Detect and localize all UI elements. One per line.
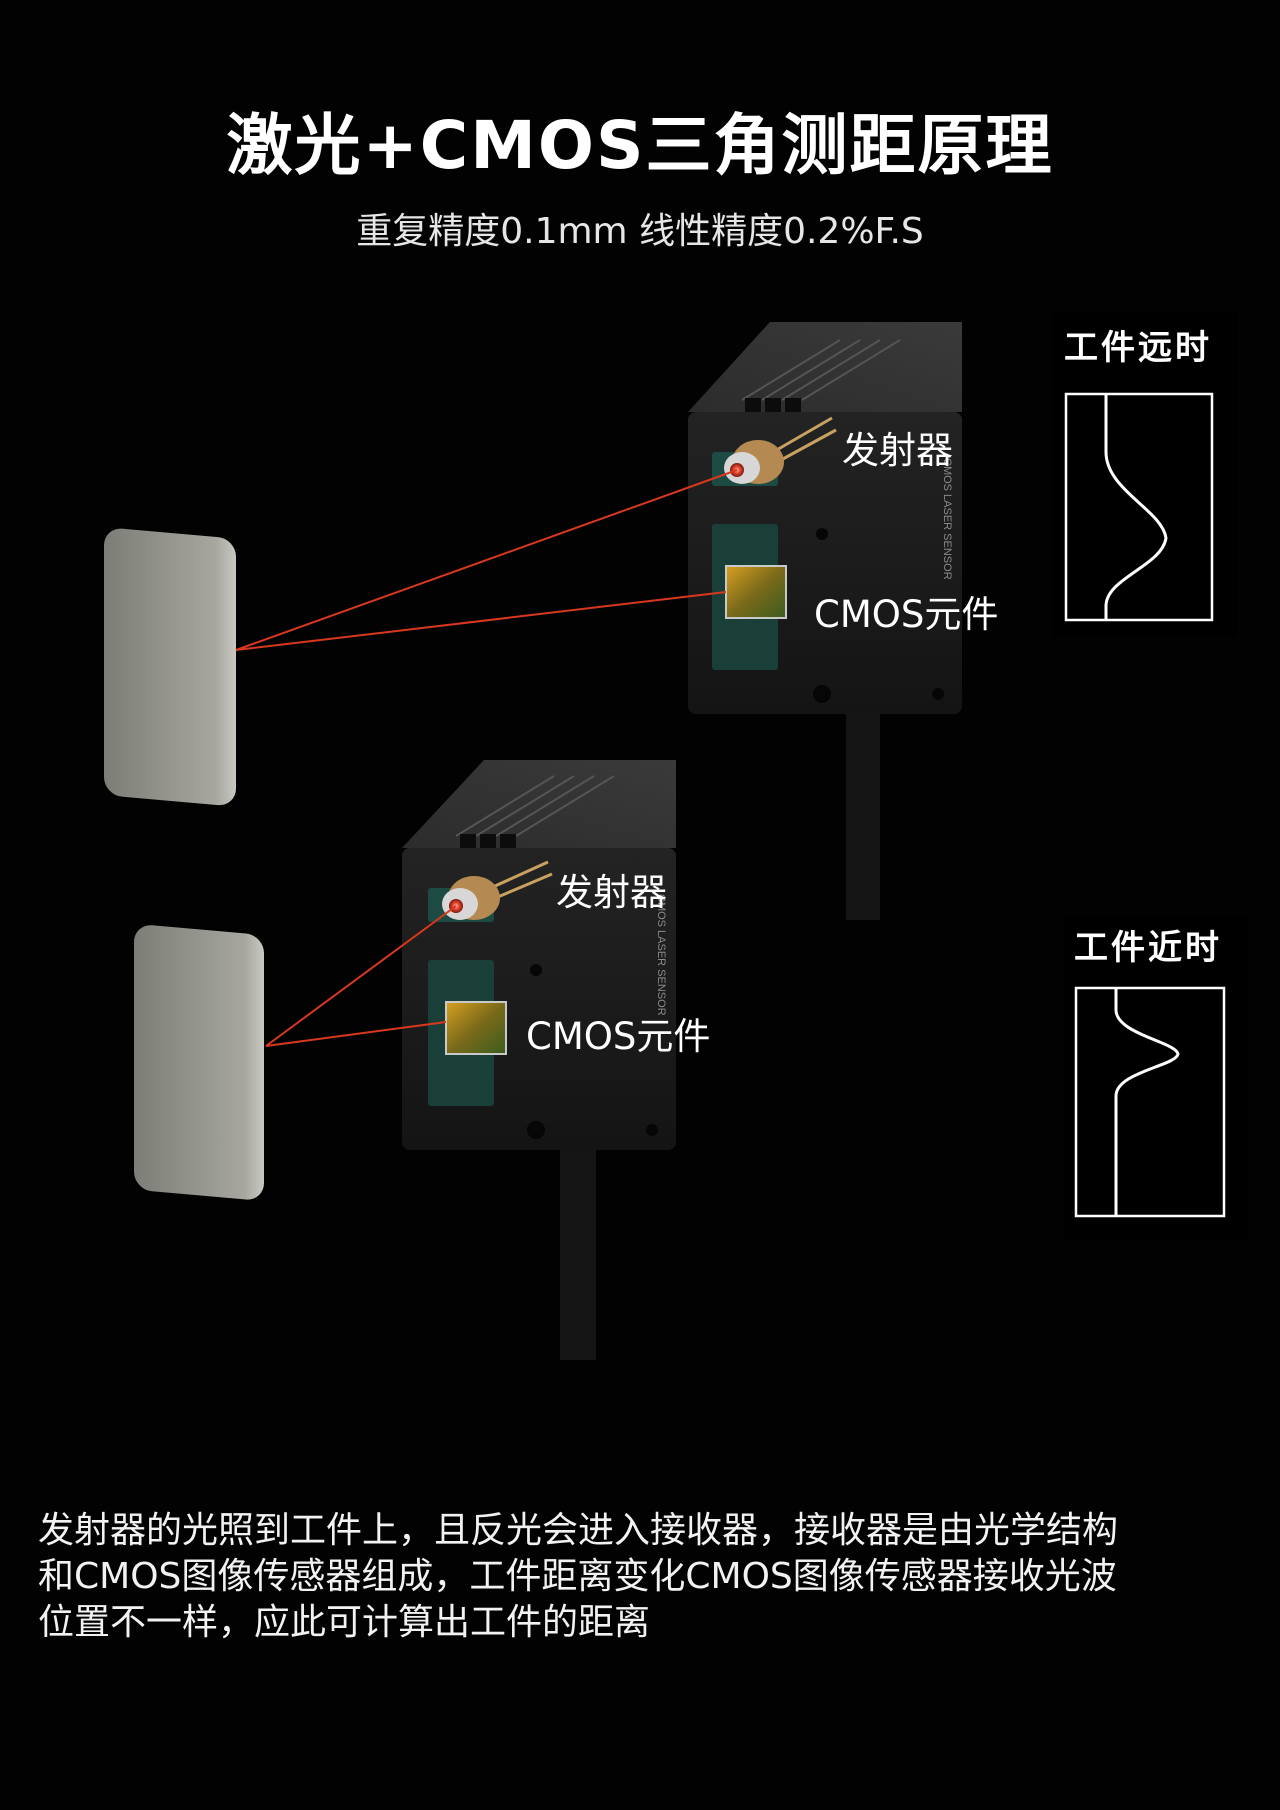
signal-waveform-near bbox=[1114, 988, 1180, 1216]
sensor-slots-near bbox=[455, 775, 615, 848]
laser-beam-emit-near bbox=[265, 905, 457, 1047]
signal-waveform-far bbox=[1104, 394, 1168, 620]
sensor-near bbox=[402, 760, 676, 1360]
emitter-label-near: 发射器 bbox=[556, 871, 667, 914]
signal-frame-near bbox=[1074, 986, 1226, 1218]
cmos-label-near: CMOS元件 bbox=[526, 1015, 711, 1058]
emitter-label-far: 发射器 bbox=[842, 429, 953, 472]
laser-beam-reflect-far bbox=[235, 591, 727, 651]
description-line: 和CMOS图像传感器组成，工件距离变化CMOS图像传感器接收光波 bbox=[38, 1556, 1117, 1597]
cmos-chip-near bbox=[445, 1001, 507, 1055]
cmos-label-far: CMOS元件 bbox=[814, 593, 999, 636]
sensor-slots-far bbox=[741, 339, 901, 412]
sensor-far bbox=[688, 322, 962, 920]
sensor-top-face-far bbox=[688, 322, 962, 412]
sensor-marking-near: CMOS LASER SENSOR bbox=[655, 894, 667, 1016]
panel-title-near: 工件近时 bbox=[1074, 928, 1222, 968]
page-title: 激光+CMOS三角测距原理 bbox=[226, 107, 1054, 184]
description-text: 发射器的光照到工件上，且反光会进入接收器，接收器是由光学结构 和CMOS图像传感… bbox=[38, 1508, 1248, 1646]
sensor-marking-far: CMOS LASER SENSOR bbox=[941, 458, 953, 580]
signal-frame-far bbox=[1064, 392, 1214, 622]
laser-emitter-near bbox=[442, 860, 553, 920]
sensor-top-face-near bbox=[402, 760, 676, 848]
cmos-chip-far bbox=[725, 565, 787, 619]
signal-panel-near bbox=[1064, 914, 1248, 1240]
panel-title-far: 工件远时 bbox=[1064, 328, 1212, 368]
description-line: 发射器的光照到工件上，且反光会进入接收器，接收器是由光学结构 bbox=[38, 1510, 1119, 1551]
laser-beam-reflect-near bbox=[265, 1021, 447, 1047]
sensor-cable-near bbox=[560, 1130, 596, 1360]
page-subtitle: 重复精度0.1mm 线性精度0.2%F.S bbox=[356, 211, 924, 252]
laser-beam-emit-far bbox=[235, 469, 738, 651]
workpiece-near bbox=[134, 925, 264, 1200]
signal-panel-far bbox=[1052, 312, 1238, 638]
laser-emitter-far bbox=[724, 416, 837, 484]
description-line: 位置不一样，应此可计算出工件的距离 bbox=[38, 1602, 651, 1643]
workpiece-far bbox=[104, 528, 236, 806]
sensor-cable-far bbox=[846, 700, 880, 920]
